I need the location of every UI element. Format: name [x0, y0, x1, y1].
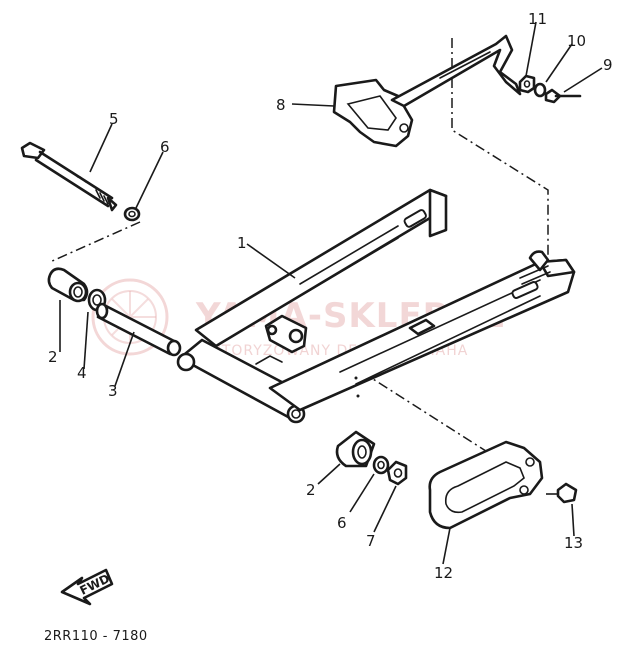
washer-lower — [372, 455, 390, 475]
leader-lines — [59, 21, 603, 565]
swing-arm — [176, 188, 576, 424]
callout-11: 11 — [528, 10, 547, 28]
chain-guide-upper — [332, 34, 522, 148]
callout-12: 12 — [434, 564, 453, 582]
callout-7: 7 — [366, 532, 376, 550]
chain-guide-lower — [428, 440, 544, 530]
callout-13: 13 — [564, 534, 583, 552]
callout-9: 9 — [603, 56, 613, 74]
callout-10: 10 — [567, 32, 586, 50]
callout-4: 4 — [77, 364, 87, 382]
guide-bolt — [544, 88, 582, 104]
collar-sleeve — [95, 302, 182, 357]
callout-6-upper: 6 — [160, 138, 170, 156]
callout-2-left: 2 — [48, 348, 58, 366]
callout-2-right: 2 — [306, 481, 316, 499]
guide-washer — [533, 82, 547, 98]
washer-upper — [123, 206, 141, 222]
diagram-code: 2RR110 - 7180 — [44, 629, 148, 644]
pivot-nut — [386, 460, 408, 486]
assembly-guide-lines — [49, 38, 549, 461]
pivot-bolt — [20, 141, 118, 212]
callout-3: 3 — [108, 382, 118, 400]
forward-direction-arrow: FWD — [60, 568, 114, 606]
callout-5: 5 — [109, 110, 119, 128]
callouts: 1 2 2 3 4 5 6 6 7 8 9 10 11 12 13 — [48, 10, 613, 582]
callout-1: 1 — [237, 234, 247, 252]
callout-6-lower: 6 — [337, 514, 347, 532]
guide-lower-bolt — [546, 482, 578, 504]
bushing-left — [47, 267, 89, 303]
guide-nut — [518, 74, 536, 94]
bushing-right — [335, 430, 376, 468]
callout-8: 8 — [276, 96, 286, 114]
